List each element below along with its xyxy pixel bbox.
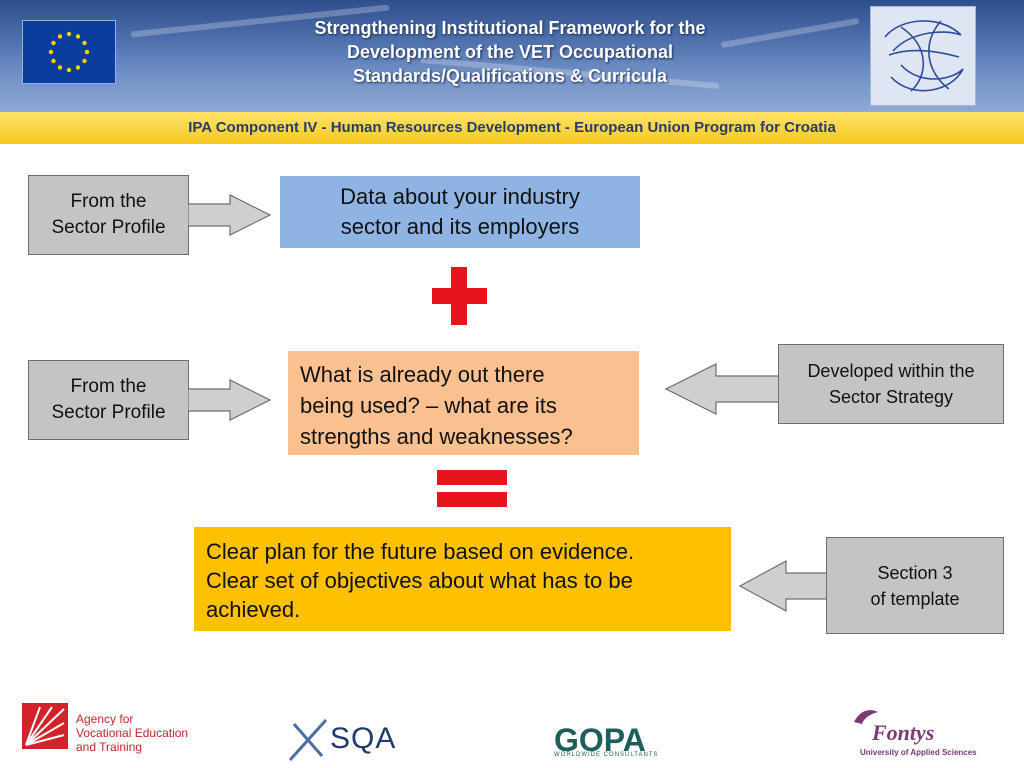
fontys-logo-subtext: University of Applied Sciences (860, 748, 977, 757)
agency-logo-icon (22, 703, 68, 749)
agency-line: Agency for (76, 712, 134, 726)
project-logo-icon (870, 6, 976, 106)
industry-data-box: Data about your industry sector and its … (280, 176, 640, 248)
sector-profile-box-2: From the Sector Profile (28, 360, 189, 440)
gopa-logo-text: GOPA (554, 722, 646, 758)
agency-logo-text: Agency for Vocational Education and Trai… (76, 712, 188, 754)
sqa-logo-text: SQA (330, 722, 397, 755)
section-3-box: Section 3 of template (826, 537, 1004, 634)
box-text-line: Data about your industry (340, 184, 580, 209)
sector-strategy-box: Developed within the Sector Strategy (778, 344, 1004, 424)
box-label-line: Developed within the (807, 361, 975, 381)
box-label-line: Section 3 (877, 562, 953, 583)
box-text-line: What is already out there (300, 362, 545, 387)
left-arrow-icon (738, 560, 830, 612)
banner-title-line: Standards/Qualifications & Curricula (352, 66, 668, 86)
header-banner: Strengthening Institutional Framework fo… (0, 0, 1024, 112)
box-label-line: From the (70, 376, 147, 397)
box-text-line: Clear set of objectives about what has t… (206, 568, 633, 593)
agency-line: Vocational Education (76, 726, 189, 740)
fontys-logo-text: Fontys (872, 720, 935, 745)
sqa-cross-icon (288, 718, 328, 762)
right-arrow-icon (188, 379, 272, 421)
agency-line: and Training (76, 740, 143, 754)
gopa-logo-subtext: WORLDWIDE CONSULTANTS (554, 752, 659, 758)
right-arrow-icon (188, 194, 272, 236)
fontys-bird-icon (854, 710, 878, 724)
banner-title: Strengthening Institutional Framework fo… (200, 16, 820, 88)
box-label-line: Sector Strategy (828, 387, 954, 407)
sector-profile-box-1: From the Sector Profile (28, 175, 189, 255)
banner-title-line: Strengthening Institutional Framework fo… (314, 18, 706, 38)
box-text-line: achieved. (206, 597, 301, 622)
box-label-line: of template (870, 588, 960, 609)
existing-practice-box: What is already out there being used? – … (288, 351, 639, 455)
box-text-line: strengths and weaknesses? (300, 424, 573, 449)
program-bar: IPA Component IV - Human Resources Devel… (0, 112, 1024, 144)
box-text-line: Clear plan for the future based on evide… (206, 539, 635, 564)
box-text-line: sector and its employers (340, 214, 580, 239)
eu-flag-icon (22, 20, 116, 84)
box-label-line: Sector Profile (51, 402, 166, 423)
left-arrow-icon (664, 363, 782, 415)
program-bar-text: IPA Component IV - Human Resources Devel… (188, 119, 836, 136)
banner-title-line: Development of the VET Occupational (346, 42, 674, 62)
box-text-line: being used? – what are its (300, 393, 557, 418)
box-label-line: Sector Profile (51, 217, 166, 238)
box-label-line: From the (70, 191, 147, 212)
clear-plan-box: Clear plan for the future based on evide… (194, 527, 731, 631)
